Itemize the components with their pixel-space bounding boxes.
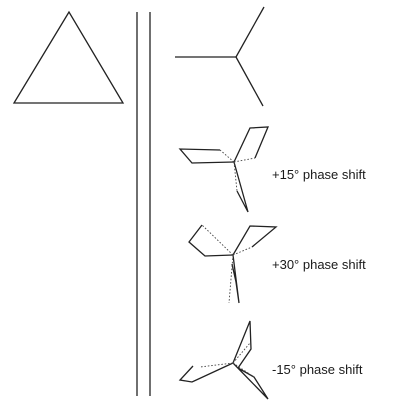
wye-reference-symbol [175,6,265,107]
label-plus30-phase-shift: +30° phase shift [272,257,366,272]
zigzag-plus15-symbol [178,126,270,213]
zigzag-plus30-symbol [188,224,278,304]
label-plus15-phase-shift: +15° phase shift [272,167,366,182]
zigzag-minus15-symbol [178,320,269,400]
label-minus15-phase-shift: -15° phase shift [272,362,363,377]
delta-triangle-symbol [12,10,125,104]
